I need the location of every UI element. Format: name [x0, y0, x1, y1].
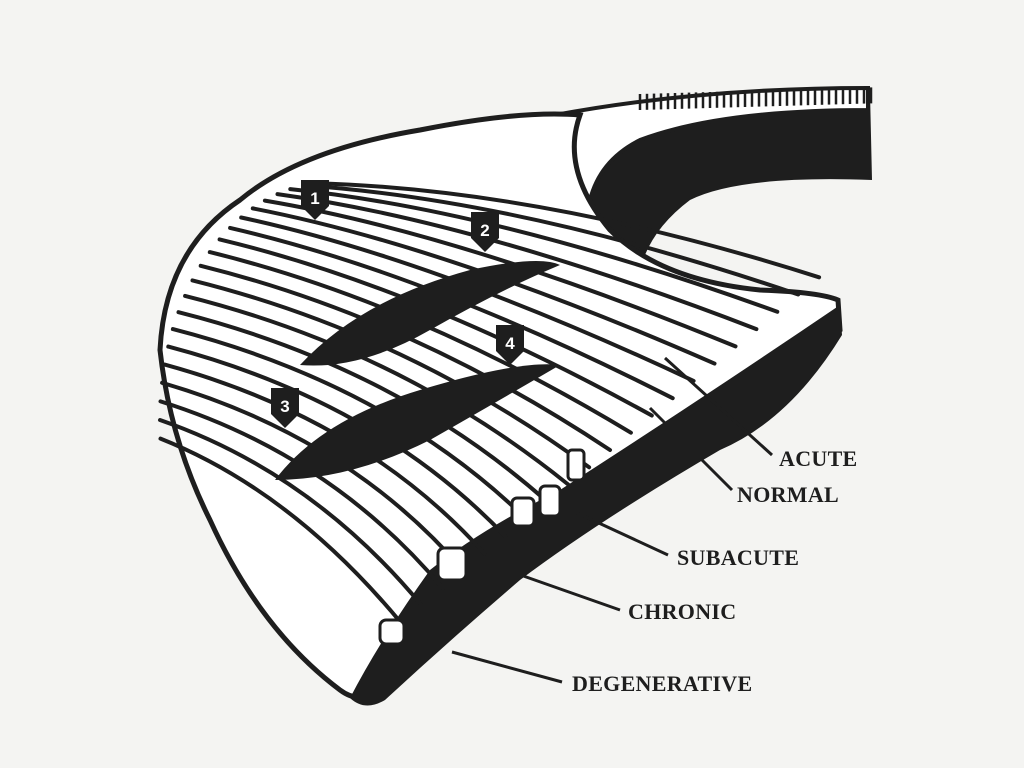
- leader-normal: [648, 406, 734, 492]
- fiber-line: [275, 192, 759, 332]
- fiber-line: [170, 327, 529, 522]
- label-normal: NORMAL: [737, 482, 840, 507]
- fiber-line: [288, 187, 780, 314]
- fiber-line: [250, 206, 717, 366]
- tear-lower: [275, 364, 560, 480]
- fiber-line: [190, 278, 592, 470]
- label-subacute: SUBACUTE: [677, 545, 800, 570]
- leader-chronic: [511, 570, 621, 612]
- leader-subacute: [574, 510, 669, 557]
- marker-number: 4: [505, 334, 515, 353]
- fiber-line: [314, 181, 822, 280]
- marker-4: 4: [496, 325, 524, 365]
- layer-steps: [378, 448, 586, 646]
- label-chronic: CHRONIC: [628, 599, 737, 624]
- marker-1: 1: [301, 180, 329, 220]
- label-degenerative: DEGENERATIVE: [572, 671, 753, 696]
- fiber-line: [158, 418, 424, 608]
- marker-number: 3: [280, 397, 289, 416]
- leader-lines: [451, 356, 774, 684]
- fiber-line: [183, 293, 571, 487]
- label-acute: ACUTE: [779, 446, 858, 471]
- marker-2: 2: [471, 212, 499, 252]
- fiber-line: [158, 436, 403, 625]
- tube-top-fibers: [552, 85, 870, 204]
- tendon-fiber-lines: [158, 181, 822, 625]
- arrow-down-icon: [471, 212, 499, 252]
- fiber-line: [176, 310, 550, 504]
- leader-degenerative: [451, 650, 563, 684]
- marker-number: 1: [310, 189, 319, 208]
- leader-acute: [663, 356, 774, 457]
- marker-3: 3: [271, 388, 299, 428]
- arrow-down-icon: [496, 325, 524, 365]
- tear-upper: [300, 261, 560, 366]
- arrow-down-icon: [271, 388, 299, 428]
- fiber-line: [301, 183, 801, 297]
- tube-fiber-ticks: [638, 87, 873, 110]
- arrow-down-icon: [301, 180, 329, 220]
- marker-number: 2: [480, 221, 489, 240]
